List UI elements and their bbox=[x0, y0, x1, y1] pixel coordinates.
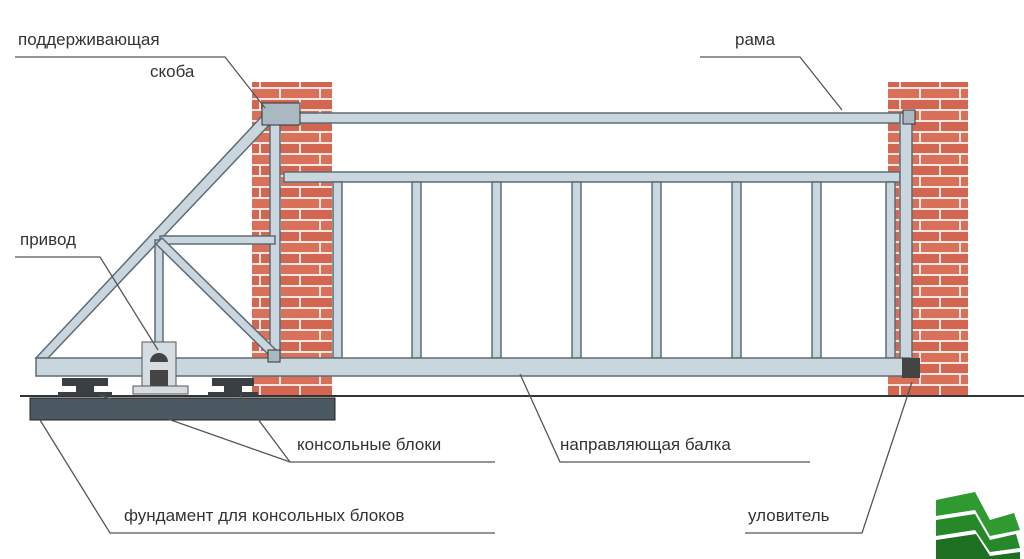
company-logo bbox=[936, 492, 1020, 559]
label-catcher: уловитель bbox=[748, 506, 830, 525]
label-support-bracket-line2: скоба bbox=[150, 62, 195, 81]
label-drive: привод bbox=[20, 230, 76, 249]
label-foundation: фундамент для консольных блоков bbox=[124, 506, 405, 525]
label-frame: рама bbox=[735, 30, 776, 49]
leader-lines bbox=[15, 56, 913, 534]
foundation bbox=[29, 397, 336, 421]
label-guide-beam: направляющая балка bbox=[560, 435, 731, 454]
support-bracket bbox=[261, 102, 301, 126]
catcher bbox=[902, 358, 920, 378]
label-console-blocks: консольные блоки bbox=[297, 435, 442, 454]
label-support-bracket-line1: поддерживающая bbox=[18, 30, 160, 49]
gate-frame bbox=[34, 112, 913, 377]
console-rollers bbox=[58, 378, 258, 396]
drive-motor bbox=[132, 341, 189, 395]
